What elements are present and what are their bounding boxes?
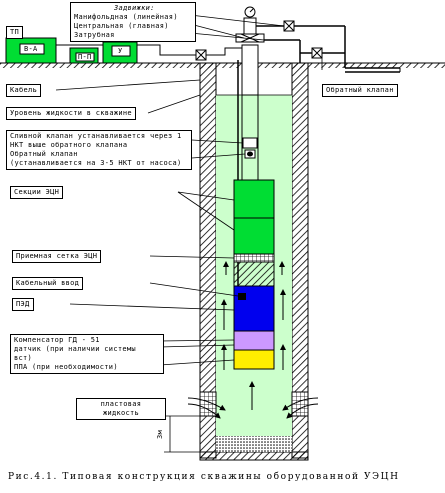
valve-list: Манифольдная (линейная) Центральная (гла… <box>74 13 178 39</box>
label-ped: ПЭД <box>12 298 34 311</box>
label-cable-entry: Кабельный ввод <box>12 277 84 290</box>
label-compensator-block: Компенсатор ГД - 51 датчик (при наличии … <box>10 334 164 374</box>
motor-ped <box>233 285 275 332</box>
valves-legend: Задвижки:Манифольдная (линейная) Централ… <box>70 2 196 42</box>
cable-entry-section <box>233 261 275 287</box>
label-intake-screen: Приемная сетка ЭЦН <box>12 250 102 263</box>
label-formation-fluid: пластовая жидкость <box>76 398 166 420</box>
label-box-va: В-А <box>24 45 38 53</box>
drain-valve <box>242 137 258 149</box>
esp-section-1 <box>233 179 275 219</box>
cable-entry-block <box>238 293 246 300</box>
label-drain-and-check-valves: Сливной клапан устанавливается через 1 Н… <box>6 130 192 170</box>
label-dimension: 3м <box>156 429 165 440</box>
label-box-u: У <box>118 47 123 55</box>
label-box-pp: П-П <box>78 53 92 61</box>
casing-bottom <box>199 451 309 461</box>
ppa-block <box>233 349 275 370</box>
label-cable: Кабель <box>6 84 42 97</box>
intake-screen <box>233 253 275 263</box>
leader-lines <box>55 14 323 366</box>
figure-caption: Рис.4.1. Типовая конструкция скважины об… <box>8 472 400 482</box>
perforation-left <box>199 391 217 417</box>
wellhead-body <box>243 17 257 35</box>
ground-surface <box>0 63 445 68</box>
compensator <box>233 330 275 351</box>
label-fluid-level: Уровень жидкости в скважине <box>6 107 136 120</box>
label-check-valve: Обратный клапан <box>322 84 398 97</box>
esp-section-2 <box>233 217 275 255</box>
bottom-sediment <box>216 436 292 452</box>
label-esp-sections: Секции ЭЦН <box>10 186 64 199</box>
flow-arrows <box>221 261 286 410</box>
box-va <box>19 43 45 55</box>
label-tp: ТП <box>6 26 24 39</box>
valves-title: Задвижки: <box>114 4 155 12</box>
